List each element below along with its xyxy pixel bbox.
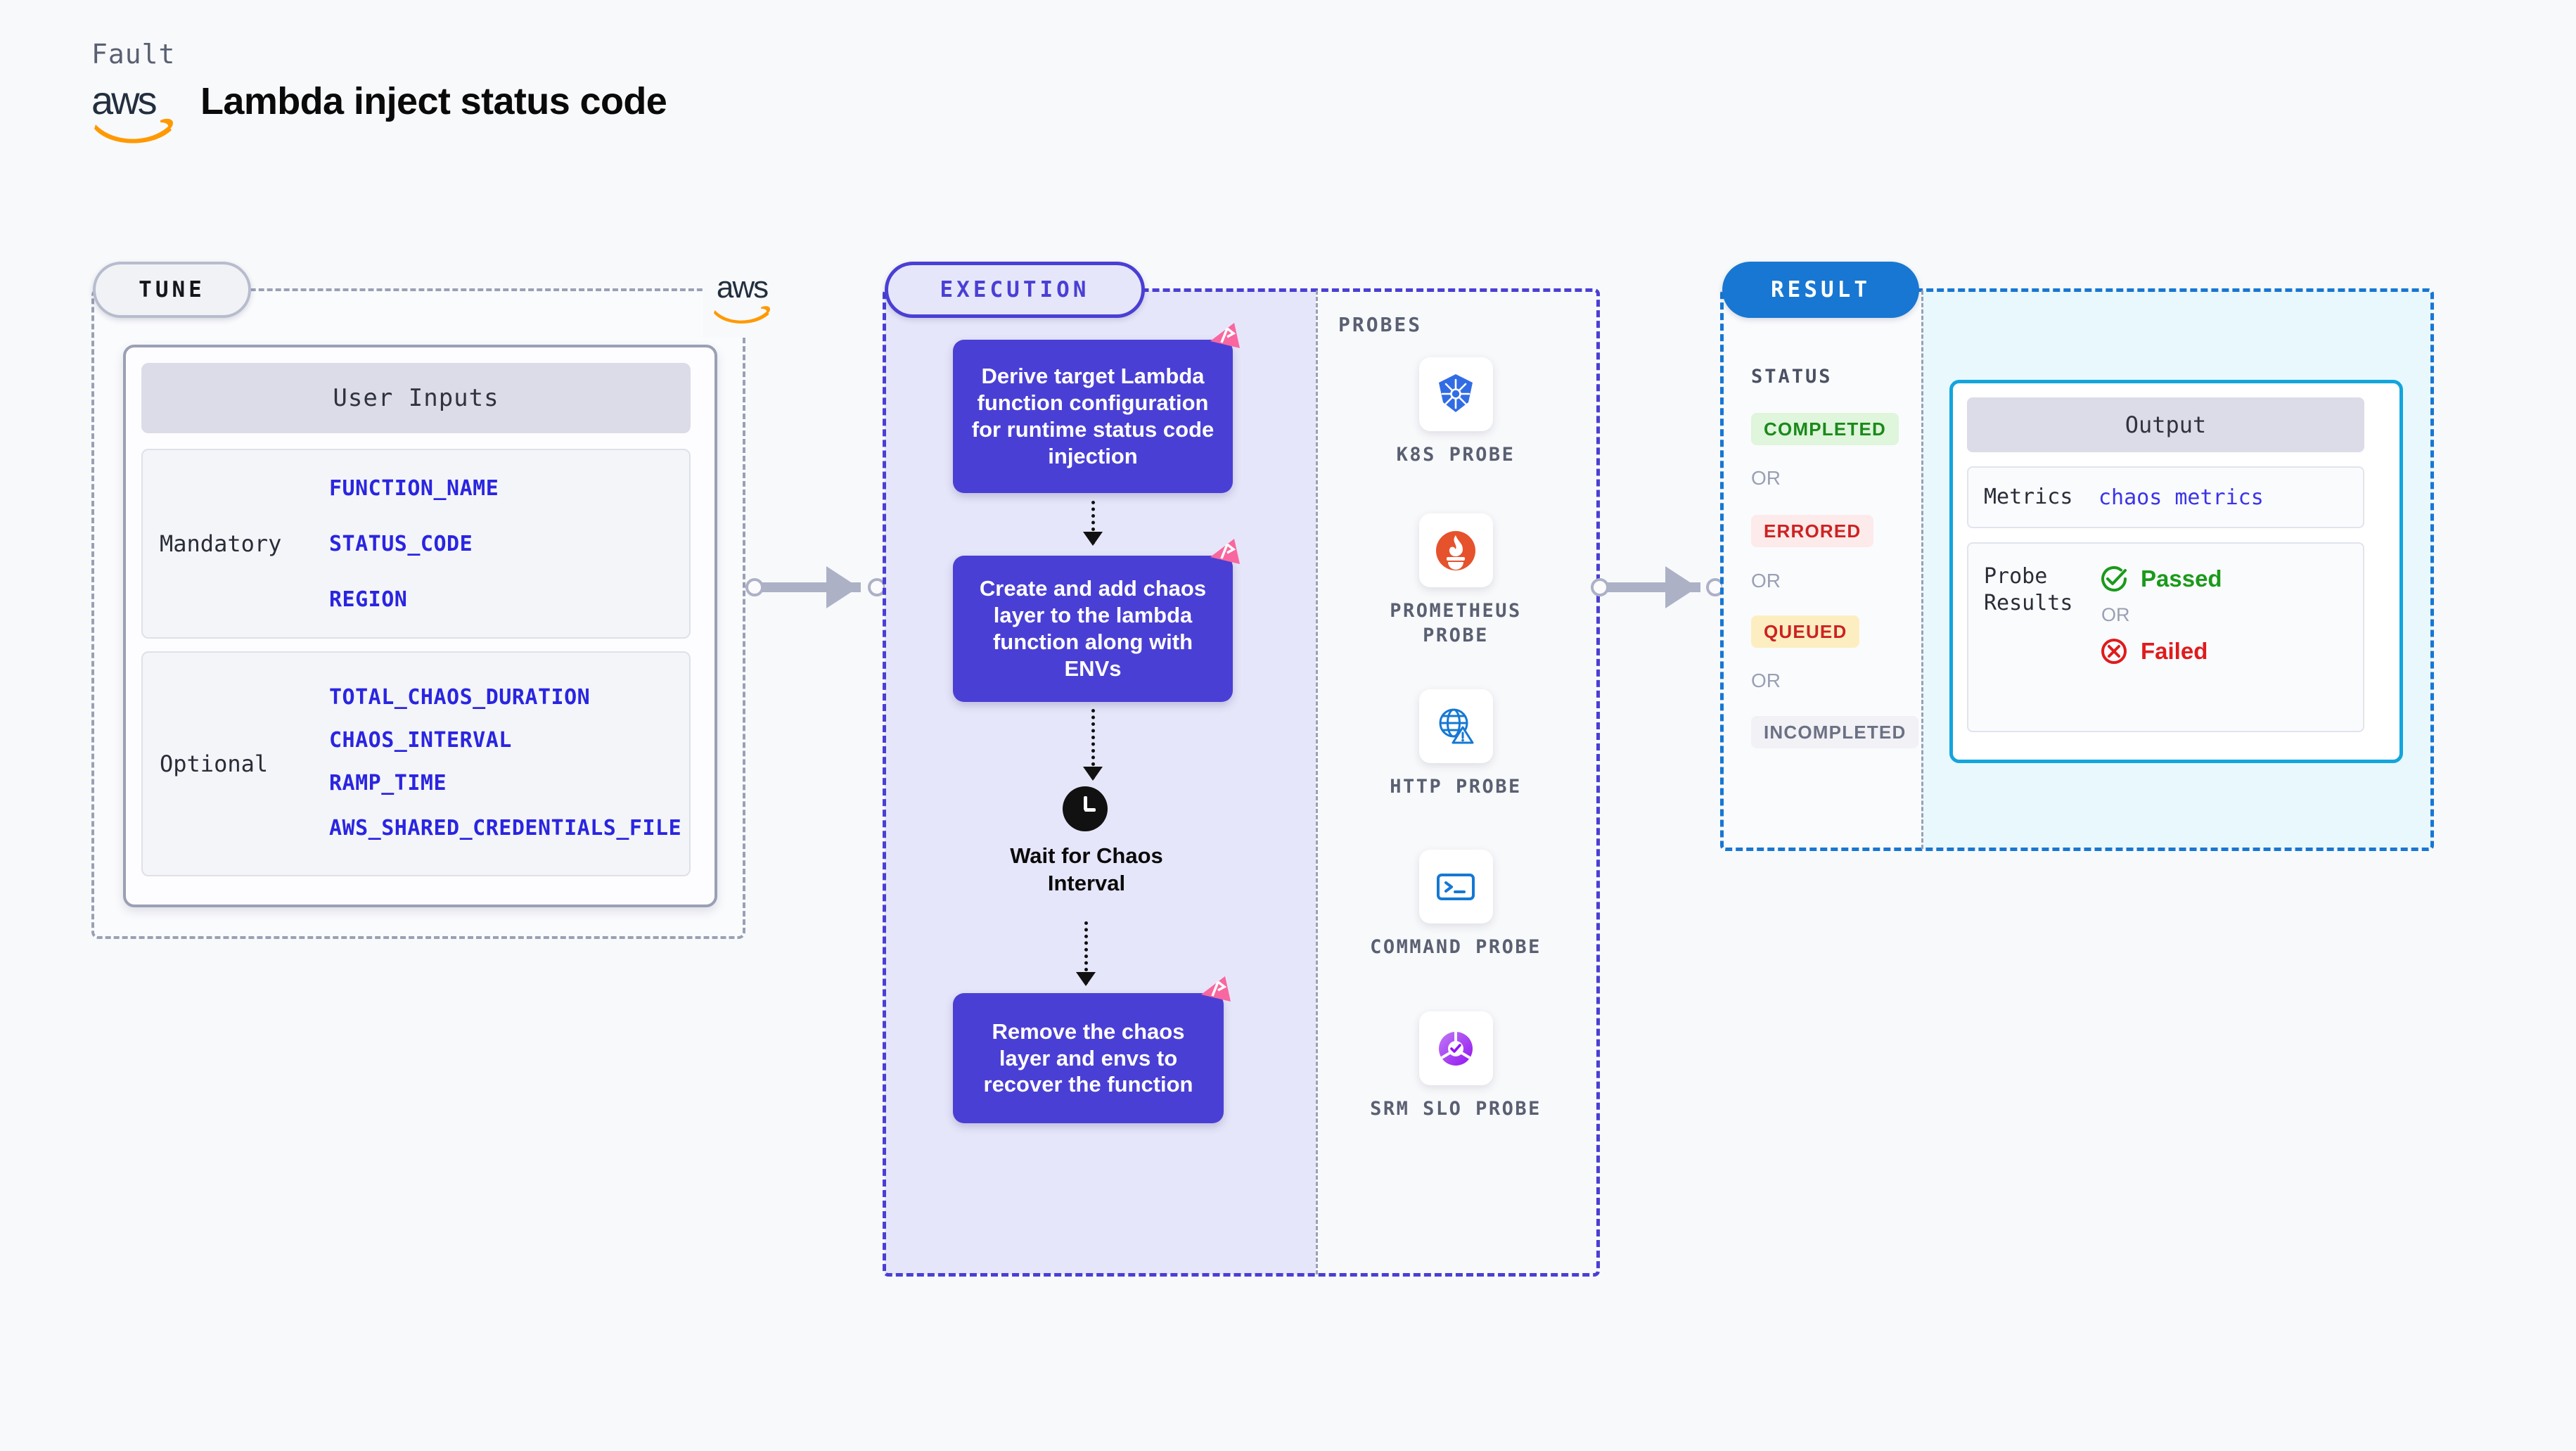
or-separator: OR: [2101, 604, 2130, 625]
connector-dot-left: [1591, 578, 1609, 596]
input-var[interactable]: RAMP_TIME: [329, 770, 447, 795]
flow-arrow-head-icon: [1076, 972, 1096, 986]
probe-item-command[interactable]: COMMAND PROBE: [1368, 850, 1544, 959]
probe-item-srm-slo[interactable]: SRM SLO PROBE: [1368, 1011, 1544, 1121]
kubernetes-icon: [1418, 357, 1493, 431]
input-var[interactable]: AWS_SHARED_CREDENTIALS_FILE: [329, 815, 682, 840]
execution-node[interactable]: Create and add chaos layer to the lambda…: [953, 539, 1240, 702]
input-var[interactable]: TOTAL_CHAOS_DURATION: [329, 684, 591, 710]
http-globe-icon: [1418, 689, 1493, 763]
x-circle-icon: [2101, 639, 2127, 664]
or-separator: OR: [1751, 670, 1781, 691]
status-badge: ERRORED: [1751, 515, 1874, 547]
flow-arrow: [1076, 921, 1096, 986]
result-columns-divider: [1921, 290, 1923, 849]
srm-slo-icon: [1418, 1011, 1493, 1085]
status-badge: INCOMPLETED: [1751, 716, 1919, 748]
connector-arrowhead-icon: [826, 566, 859, 608]
flow-arrow-head-icon: [1083, 532, 1103, 546]
flow-arrow-line: [1084, 921, 1088, 985]
user-inputs-card: User Inputs Mandatory FUNCTION_NAME STAT…: [123, 345, 717, 907]
input-var[interactable]: CHAOS_INTERVAL: [329, 727, 512, 753]
probe-label: COMMAND PROBE: [1370, 936, 1542, 958]
input-var[interactable]: STATUS_CODE: [329, 531, 473, 556]
metrics-row: Metrics chaos metrics: [1967, 466, 2364, 528]
metrics-key: Metrics: [1984, 484, 2073, 509]
litmus-badge-icon: [1201, 976, 1231, 1002]
status-badge: QUEUED: [1751, 615, 1860, 648]
probes-title: PROBES: [1338, 313, 1423, 336]
or-separator: OR: [1751, 570, 1781, 592]
fault-label: Fault: [91, 39, 176, 70]
output-title: Output: [1967, 397, 2364, 452]
page-header: Fault aws Lambda inject status code: [91, 39, 935, 165]
aws-logo-text: aws: [91, 78, 158, 122]
result-status-background: [1722, 290, 1921, 849]
probe-label: SRM SLO PROBE: [1370, 1098, 1542, 1120]
tune-aws-logo: aws: [703, 260, 781, 338]
execution-pill[interactable]: EXECUTION: [885, 262, 1145, 318]
output-card: Output Metrics chaos metrics Probe Resul…: [1949, 380, 2403, 763]
probe-label: HTTP PROBE: [1390, 776, 1522, 798]
flow-arrow: [1083, 501, 1103, 546]
execution-node-label: Remove the chaos layer and envs to recov…: [983, 1018, 1193, 1097]
mandatory-label: Mandatory: [160, 530, 282, 557]
clock-hour-hand: [1084, 796, 1087, 810]
probe-item-k8s[interactable]: K8S PROBE: [1368, 357, 1544, 467]
input-var[interactable]: FUNCTION_NAME: [329, 475, 499, 501]
probe-result-failed: Failed: [2098, 636, 2222, 667]
optional-label: Optional: [160, 750, 269, 777]
check-circle-icon: [2101, 566, 2127, 592]
probe-results-values: Passed OR Failed: [2098, 563, 2222, 731]
flow-arrow: [1083, 709, 1103, 781]
execution-node[interactable]: Remove the chaos layer and envs to recov…: [953, 976, 1231, 1123]
flow-arrow-line: [1091, 501, 1095, 544]
page-title: Lambda inject status code: [200, 80, 667, 122]
clock-minute-hand: [1084, 808, 1096, 812]
execution-panel: [883, 288, 1600, 1277]
terminal-icon: [1418, 850, 1493, 923]
aws-logo: aws: [91, 81, 176, 148]
flow-arrow-head-icon: [1083, 767, 1103, 781]
tune-pill[interactable]: TUNE: [93, 262, 251, 318]
connector-arrowhead-icon: [1665, 566, 1698, 608]
wait-for-chaos-interval-label: Wait for Chaos Interval: [1010, 843, 1163, 895]
probe-item-prometheus[interactable]: PROMETHEUS PROBE: [1368, 513, 1544, 648]
connector-execution-to-result: [1591, 563, 1724, 612]
status-title: STATUS: [1751, 366, 1833, 388]
input-var[interactable]: REGION: [329, 587, 408, 612]
execution-node-label: Create and add chaos layer to the lambda…: [979, 576, 1207, 681]
litmus-badge-icon: [1210, 323, 1240, 348]
tune-aws-logo-text: aws: [716, 270, 769, 305]
execution-node-label: Derive target Lambda function configurat…: [971, 364, 1215, 468]
probe-results-row: Probe Results Passed OR Failed: [1967, 542, 2364, 732]
execution-probes-divider: [1316, 290, 1318, 1274]
probe-results-key: Probe Results: [1984, 564, 2073, 616]
litmus-badge-icon: [1210, 539, 1240, 564]
failed-label: Failed: [2141, 638, 2208, 664]
result-pill[interactable]: RESULT: [1722, 262, 1919, 318]
execution-node[interactable]: Derive target Lambda function configurat…: [953, 323, 1240, 493]
user-inputs-title: User Inputs: [141, 363, 691, 433]
status-badge: COMPLETED: [1751, 413, 1899, 445]
probe-item-http[interactable]: HTTP PROBE: [1368, 689, 1544, 799]
optional-inputs-group: Optional TOTAL_CHAOS_DURATION CHAOS_INTE…: [141, 651, 691, 876]
result-panel: [1720, 288, 2434, 851]
optional-var-list: TOTAL_CHAOS_DURATION CHAOS_INTERVAL RAMP…: [329, 676, 681, 852]
flow-arrow-line: [1091, 709, 1095, 779]
aws-smile-icon: [94, 118, 173, 143]
connector-dot-left: [745, 578, 764, 596]
mandatory-inputs-group: Mandatory FUNCTION_NAME STATUS_CODE REGI…: [141, 449, 691, 639]
metrics-value[interactable]: chaos metrics: [2098, 485, 2264, 510]
prometheus-icon: [1418, 513, 1493, 587]
probe-result-passed: Passed: [2098, 563, 2222, 594]
or-separator: OR: [1751, 467, 1781, 489]
connector-tune-to-execution: [745, 563, 886, 612]
mandatory-var-list: FUNCTION_NAME STATUS_CODE REGION: [329, 461, 499, 627]
probe-label: PROMETHEUS PROBE: [1390, 600, 1522, 647]
passed-label: Passed: [2141, 565, 2222, 592]
tune-aws-smile-icon: [714, 306, 770, 324]
clock-icon: [1063, 786, 1108, 831]
probe-label: K8S PROBE: [1396, 444, 1516, 466]
